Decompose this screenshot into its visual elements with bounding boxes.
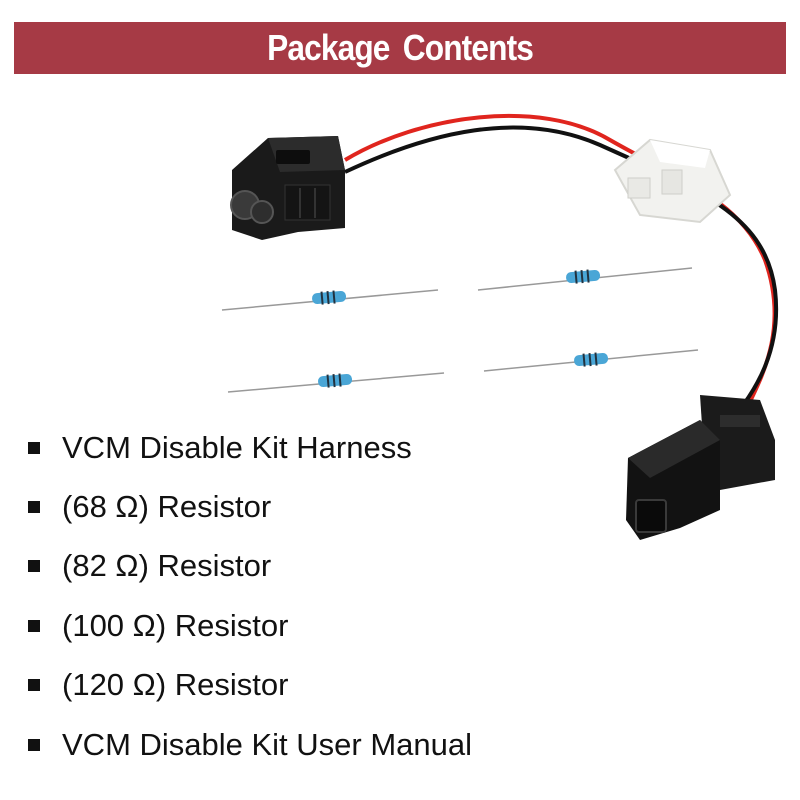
bullet-icon xyxy=(28,679,40,692)
list-item: VCM Disable Kit Harness xyxy=(28,418,472,477)
list-item: (100 Ω) Resistor xyxy=(28,596,472,655)
banner-title: Package Contents xyxy=(267,27,534,68)
list-item-label: (68 Ω) Resistor xyxy=(62,489,272,525)
list-item: VCM Disable Kit User Manual xyxy=(28,715,472,774)
bullet-icon xyxy=(28,560,40,573)
male-connector-icon xyxy=(626,395,775,540)
list-item: (82 Ω) Resistor xyxy=(28,537,472,596)
resistor-icon xyxy=(477,267,693,291)
bullet-icon xyxy=(28,501,40,514)
list-item-label: VCM Disable Kit Harness xyxy=(62,429,412,465)
list-item: (120 Ω) Resistor xyxy=(28,656,472,715)
wire-clip-icon xyxy=(613,138,732,224)
resistor-icon xyxy=(483,349,699,372)
bullet-icon xyxy=(28,441,40,454)
list-item-label: (100 Ω) Resistor xyxy=(62,607,289,643)
package-contents-list: VCM Disable Kit Harness (68 Ω) Resistor … xyxy=(28,418,472,774)
resistor-icon xyxy=(227,372,445,393)
list-item-label: (120 Ω) Resistor xyxy=(62,667,289,703)
list-item-label: (82 Ω) Resistor xyxy=(62,548,272,584)
bullet-icon xyxy=(28,738,40,751)
bullet-icon xyxy=(28,619,40,632)
header-banner: Package Contents xyxy=(14,22,786,74)
list-item: (68 Ω) Resistor xyxy=(28,477,472,536)
female-connector-icon xyxy=(230,136,345,240)
resistor-icon xyxy=(221,289,439,311)
list-item-label: VCM Disable Kit User Manual xyxy=(62,726,473,762)
